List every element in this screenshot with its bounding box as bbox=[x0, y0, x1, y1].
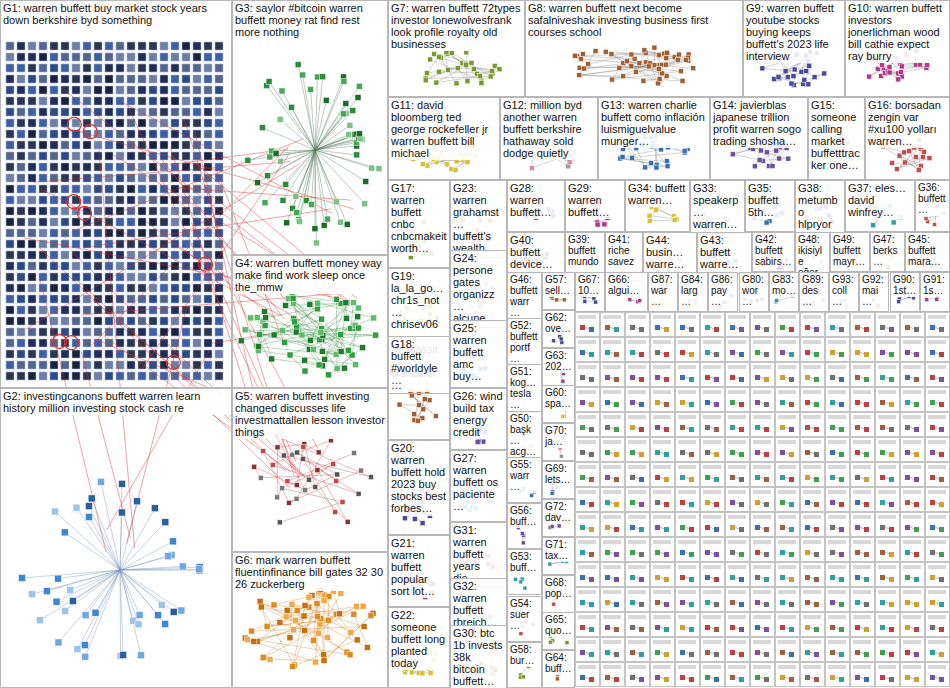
network-canvas: G1: warren buffett buy market stock year… bbox=[0, 0, 950, 688]
